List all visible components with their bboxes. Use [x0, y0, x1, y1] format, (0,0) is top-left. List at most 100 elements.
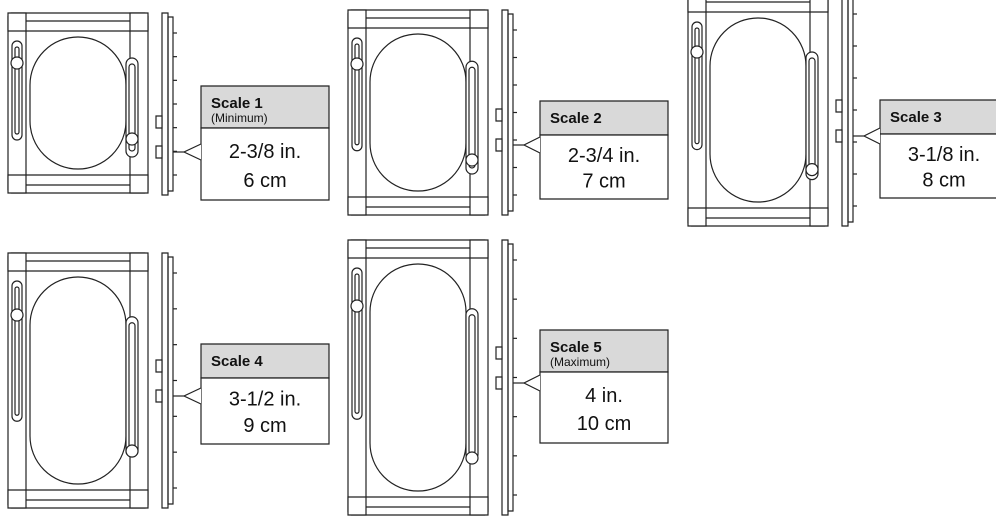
- embroidery-area: [710, 18, 806, 202]
- hoop-frame: [348, 240, 488, 515]
- label-body: [201, 128, 329, 200]
- label-pointer: [864, 128, 880, 144]
- hoop-side-view-3: [836, 0, 864, 226]
- embroidery-area: [30, 37, 126, 169]
- side-clamp: [496, 139, 502, 151]
- side-bar-inner: [508, 244, 513, 511]
- side-clamp: [156, 116, 162, 128]
- label-header: [880, 100, 996, 134]
- scale-label-5: Scale 5(Maximum) 4 in. 10 cm: [524, 330, 668, 443]
- corner-block: [130, 490, 148, 508]
- side-bar: [842, 0, 848, 226]
- right-slider-track: [466, 309, 478, 460]
- left-slider-track: [692, 22, 702, 150]
- side-bar-inner: [168, 17, 173, 191]
- left-slider-track: [352, 268, 362, 419]
- scale-cm: 8 cm: [922, 169, 965, 191]
- scale-cm: 10 cm: [577, 413, 631, 435]
- side-bar-inner: [508, 14, 513, 211]
- corner-block: [470, 197, 488, 215]
- scale-label-1: Scale 1(Minimum)2-3/8 in.6 cm: [184, 86, 329, 200]
- side-clamp: [496, 347, 502, 359]
- corner-block: [8, 490, 26, 508]
- hoop-front-view-5: [348, 240, 488, 515]
- corner-block: [348, 497, 366, 515]
- corner-block: [810, 0, 828, 12]
- side-clamp: [156, 360, 162, 372]
- corner-block: [688, 0, 706, 12]
- left-slider-track: [352, 38, 362, 151]
- side-bar: [502, 10, 508, 215]
- right-slider-track: [806, 52, 818, 180]
- corner-block: [810, 208, 828, 226]
- hoop-side-view-1: [156, 13, 184, 195]
- hoop-frame: [688, 0, 828, 226]
- side-clamp: [496, 109, 502, 121]
- corner-block: [470, 240, 488, 258]
- corner-block: [8, 13, 26, 31]
- hoop-frame: [8, 13, 148, 193]
- scale-cm: 7 cm: [582, 170, 625, 192]
- hoop-frame: [8, 253, 148, 508]
- corner-block: [348, 240, 366, 258]
- label-header: [201, 86, 329, 128]
- side-bar: [502, 240, 508, 515]
- scale-title: Scale 5: [550, 339, 602, 356]
- right-slider-knob: [126, 445, 138, 457]
- right-slider-knob: [806, 164, 818, 176]
- corner-block: [470, 497, 488, 515]
- corner-block: [348, 197, 366, 215]
- corner-block: [130, 175, 148, 193]
- label-header: [201, 344, 329, 378]
- side-clamp: [156, 390, 162, 402]
- side-bar: [162, 253, 168, 508]
- side-clamp: [836, 100, 842, 112]
- scale-title: Scale 2: [550, 110, 602, 127]
- scale-inches: 4 in.: [585, 385, 623, 407]
- scale-label-3: Scale 33-1/8 in.8 cm: [864, 100, 996, 198]
- label-body: [540, 135, 668, 199]
- side-clamp: [496, 377, 502, 389]
- corner-block: [348, 10, 366, 28]
- left-slider-slot: [355, 274, 359, 413]
- corner-block: [130, 13, 148, 31]
- corner-block: [8, 175, 26, 193]
- scale-label-2: Scale 22-3/4 in.7 cm: [524, 101, 668, 199]
- hoop-inner-frame: [366, 28, 470, 197]
- left-slider-knob: [691, 46, 703, 58]
- right-slider-knob: [466, 154, 478, 166]
- label-pointer: [524, 137, 540, 153]
- scale-inches: 3-1/2 in.: [229, 389, 301, 411]
- side-bar-inner: [848, 0, 853, 222]
- scale-title: Scale 1: [211, 95, 263, 112]
- hoop-inner-frame: [26, 271, 130, 490]
- left-slider-knob: [351, 58, 363, 70]
- left-slider-slot: [15, 287, 19, 415]
- scale-subtitle: (Maximum): [550, 355, 610, 369]
- left-slider-slot: [695, 28, 699, 144]
- hoop-side-view-2: [496, 10, 524, 215]
- label-header: [540, 330, 668, 372]
- scale-subtitle: (Minimum): [211, 111, 268, 125]
- left-slider-slot: [15, 47, 19, 134]
- hoop-front-view-4: [8, 253, 148, 508]
- scale-title: Scale 3: [890, 109, 942, 126]
- scale-title: Scale 4: [211, 353, 263, 370]
- hoop-frame: [348, 10, 488, 215]
- left-slider-track: [12, 41, 22, 140]
- corner-block: [688, 208, 706, 226]
- scale-inches: 2-3/8 in.: [229, 141, 301, 163]
- hoop-front-view-1: [8, 13, 148, 193]
- right-slider-track: [126, 317, 138, 457]
- right-slider-slot: [469, 67, 475, 168]
- hoop-inner-frame: [26, 31, 130, 175]
- side-clamp: [836, 130, 842, 142]
- embroidery-area: [30, 277, 126, 484]
- label-pointer: [184, 144, 201, 160]
- left-slider-knob: [351, 300, 363, 312]
- embroidery-area: [370, 264, 466, 491]
- label-pointer: [524, 375, 540, 391]
- hoop-inner-frame: [366, 258, 470, 497]
- hoop-inner-frame: [706, 12, 810, 208]
